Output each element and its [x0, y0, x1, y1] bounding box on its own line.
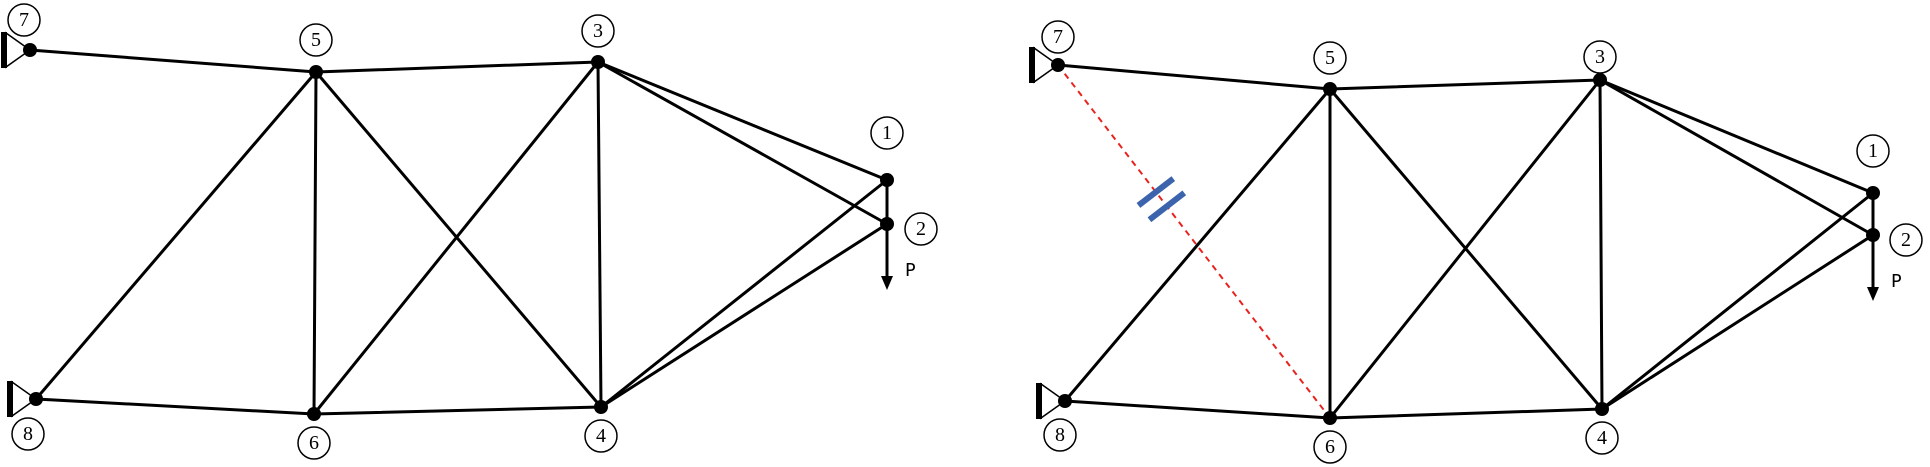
node-label-circle-8 — [11, 417, 45, 451]
node-label-4: 4 — [596, 425, 606, 447]
removed-member-7-6 — [1057, 64, 1331, 419]
node-label-2: 2 — [1901, 229, 1911, 251]
member-3-1 — [1598, 78, 1875, 195]
node-label-circle-1 — [870, 116, 904, 150]
member-5-8 — [34, 70, 318, 401]
node-label-6: 6 — [1325, 436, 1335, 458]
node-label-3: 3 — [1595, 46, 1605, 68]
node-label-8: 8 — [23, 423, 33, 445]
member-8-6 — [1063, 399, 1332, 420]
node-label-5: 5 — [1325, 47, 1335, 69]
member-1-4 — [1600, 191, 1875, 411]
node-3 — [1593, 73, 1607, 87]
support-base-7 — [1, 32, 7, 68]
member-6-4 — [1328, 407, 1604, 420]
member-8-6 — [34, 397, 316, 416]
node-7 — [23, 43, 37, 57]
load-label: P — [1891, 271, 1902, 292]
node-label-circle-1 — [1856, 134, 1890, 168]
cut-mark-1 — [1136, 176, 1176, 208]
node-label-circle-5 — [299, 23, 333, 57]
node-3 — [591, 55, 605, 69]
node-5 — [309, 65, 323, 79]
node-label-circle-5 — [1313, 41, 1347, 75]
member-2-4 — [599, 222, 889, 409]
member-7-5 — [1056, 63, 1332, 91]
node-label-circle-3 — [581, 14, 615, 48]
node-4 — [594, 400, 608, 414]
node-8 — [29, 392, 43, 406]
node-8 — [1058, 394, 1072, 408]
node-label-circle-4 — [584, 419, 618, 453]
member-6-4 — [312, 405, 603, 416]
node-label-3: 3 — [593, 20, 603, 42]
member-3-6 — [312, 60, 600, 416]
load-label: P — [905, 260, 916, 281]
node-label-4: 4 — [1597, 427, 1607, 449]
node-label-circle-8 — [1043, 418, 1077, 452]
member-3-6 — [1328, 78, 1602, 420]
member-5-8 — [1063, 87, 1332, 403]
member-5-6 — [312, 70, 318, 416]
member-1-4 — [599, 178, 889, 409]
node-label-circle-4 — [1585, 421, 1619, 455]
member-3-1 — [596, 60, 889, 182]
node-label-6: 6 — [309, 432, 319, 454]
support-base-8 — [7, 381, 13, 417]
node-label-8: 8 — [1055, 424, 1065, 446]
node-label-circle-3 — [1583, 40, 1617, 74]
load-arrow-head-icon — [1867, 287, 1879, 301]
node-7 — [1051, 58, 1065, 72]
original-truss-diagram: P 1 2 3 4 5 6 7 8 — [1, 3, 938, 460]
node-label-7: 7 — [1053, 26, 1063, 48]
member-3-4 — [596, 60, 603, 409]
load-arrow-head-icon — [881, 276, 893, 290]
member-3-2 — [1598, 78, 1875, 237]
node-1 — [880, 173, 894, 187]
node-label-circle-6 — [297, 426, 331, 460]
node-6 — [1323, 411, 1337, 425]
support-base-8 — [1036, 383, 1042, 419]
node-2 — [1866, 228, 1880, 242]
node-6 — [307, 407, 321, 421]
node-label-circle-7 — [7, 3, 41, 37]
member-2-4 — [1600, 233, 1875, 411]
member-3-2 — [596, 60, 889, 226]
member-5-3 — [314, 60, 600, 74]
member-3-4 — [1598, 78, 1604, 411]
node-label-2: 2 — [916, 218, 926, 240]
modified-truss-diagram: P 1 2 3 4 5 6 7 8 — [1029, 20, 1923, 464]
support-base-7 — [1029, 47, 1035, 83]
node-4 — [1595, 402, 1609, 416]
node-label-5: 5 — [311, 29, 321, 51]
cut-mark-2 — [1147, 190, 1187, 223]
node-label-1: 1 — [1868, 140, 1878, 162]
node-label-circle-7 — [1041, 20, 1075, 54]
member-5-4 — [314, 70, 603, 409]
node-label-circle-2 — [904, 212, 938, 246]
node-1 — [1866, 186, 1880, 200]
node-label-7: 7 — [19, 9, 29, 31]
node-label-circle-6 — [1313, 430, 1347, 464]
node-label-circle-2 — [1889, 223, 1923, 257]
node-5 — [1323, 82, 1337, 96]
node-label-1: 1 — [882, 122, 892, 144]
member-7-5 — [28, 48, 318, 74]
node-2 — [880, 217, 894, 231]
member-5-3 — [1328, 78, 1602, 91]
